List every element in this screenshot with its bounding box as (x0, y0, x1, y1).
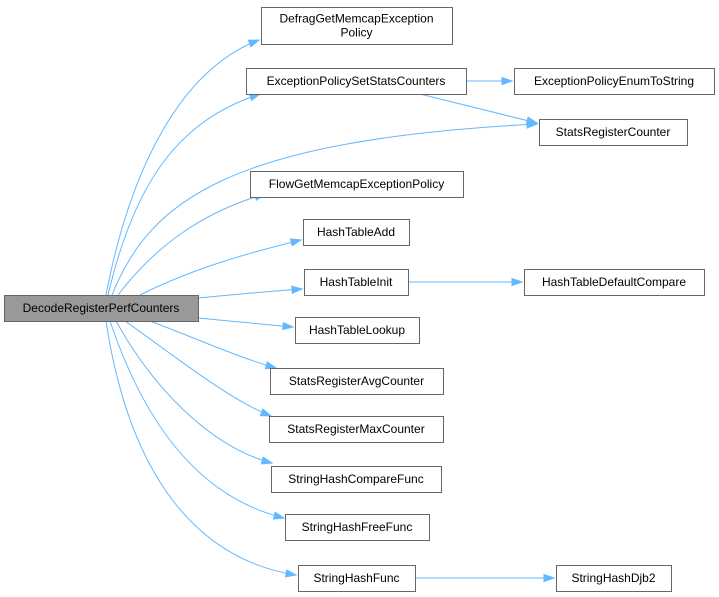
edge-root-shf-arrowhead (284, 569, 298, 578)
edge-epssc-epets-arrowhead (501, 76, 514, 86)
edge-epssc-src (419, 93, 538, 124)
node-epets[interactable]: ExceptionPolicyEnumToString (514, 68, 715, 95)
node-htdc[interactable]: HashTableDefaultCompare (524, 269, 705, 296)
node-box (270, 368, 444, 395)
node-label: Policy (340, 26, 372, 40)
node-label: HashTableInit (320, 275, 393, 289)
node-box (269, 416, 444, 443)
edge-root-hti (197, 288, 303, 299)
node-label: HashTableAdd (317, 225, 395, 239)
edge-root-htl (197, 317, 294, 328)
node-srmc[interactable]: StatsRegisterMaxCounter (269, 416, 444, 443)
edge-root-shcf (115, 320, 273, 464)
edge-root-srac-arrowhead (264, 361, 278, 370)
edge-root-srmc (124, 320, 272, 417)
edge-root-shff (109, 320, 285, 519)
node-label: ExceptionPolicySetStatsCounters (267, 74, 446, 88)
node-label: HashTableLookup (309, 323, 405, 337)
call-nodes: DecodeRegisterPerfCounters DefragGetMemca… (4, 7, 715, 592)
edge-hti-htdc-arrowhead (511, 277, 524, 287)
edge-root-defrag-arrowhead (247, 39, 261, 48)
node-srac[interactable]: StatsRegisterAvgCounter (270, 368, 444, 395)
node-shff[interactable]: StringHashFreeFunc (285, 514, 430, 541)
node-shf[interactable]: StringHashFunc (298, 565, 416, 592)
node-hti[interactable]: HashTableInit (304, 269, 409, 296)
node-box (250, 171, 464, 198)
edge-root-hta-arrowhead (289, 238, 303, 247)
edge-root-epssc (107, 93, 261, 296)
node-label: StringHashFreeFunc (302, 520, 413, 534)
edge-root-shff-arrowhead (272, 511, 286, 520)
node-box (271, 466, 442, 493)
edge-root-htl-arrowhead (282, 321, 295, 331)
node-label: StatsRegisterAvgCounter (289, 374, 424, 388)
node-box (304, 269, 409, 296)
node-shd[interactable]: StringHashDjb2 (556, 565, 672, 592)
node-label: StatsRegisterCounter (556, 125, 671, 139)
node-src[interactable]: StatsRegisterCounter (539, 119, 688, 146)
edge-root-srac (149, 320, 277, 369)
node-label: StringHashDjb2 (571, 571, 655, 585)
edge-root-hti-arrowhead (291, 285, 304, 294)
edge-root-src (111, 123, 538, 296)
edge-epssc-src-arrowhead (525, 116, 539, 125)
node-box (246, 68, 467, 95)
node-root[interactable]: DecodeRegisterPerfCounters (4, 295, 199, 322)
edge-root-shcf-arrowhead (260, 456, 274, 465)
node-label: FlowGetMemcapExceptionPolicy (269, 177, 444, 191)
node-box (514, 68, 715, 95)
node-box (303, 219, 410, 246)
edge-root-hta (139, 239, 302, 296)
node-label: HashTableDefaultCompare (542, 275, 686, 289)
node-box (4, 295, 199, 322)
edge-root-flow (117, 193, 266, 296)
node-htl[interactable]: HashTableLookup (295, 317, 420, 344)
edge-root-defrag (105, 39, 260, 296)
node-shcf[interactable]: StringHashCompareFunc (271, 466, 442, 493)
node-label: DefragGetMemcapException (279, 12, 433, 26)
node-box (285, 514, 430, 541)
node-label: DecodeRegisterPerfCounters (23, 301, 180, 315)
node-box (524, 269, 705, 296)
node-box (539, 119, 688, 146)
node-label: StringHashFunc (313, 571, 399, 585)
node-box (295, 317, 420, 344)
node-epssc[interactable]: ExceptionPolicySetStatsCounters (246, 68, 467, 95)
node-flow[interactable]: FlowGetMemcapExceptionPolicy (250, 171, 464, 198)
node-box (556, 565, 672, 592)
node-label: StatsRegisterMaxCounter (287, 422, 424, 436)
edge-shf-shd-arrowhead (543, 573, 556, 583)
node-box (261, 7, 453, 45)
node-label: StringHashCompareFunc (288, 472, 423, 486)
edge-root-srmc-arrowhead (259, 408, 273, 417)
node-box (298, 565, 416, 592)
node-hta[interactable]: HashTableAdd (303, 219, 410, 246)
edge-root-shf (105, 320, 297, 576)
node-label: ExceptionPolicyEnumToString (534, 74, 694, 88)
